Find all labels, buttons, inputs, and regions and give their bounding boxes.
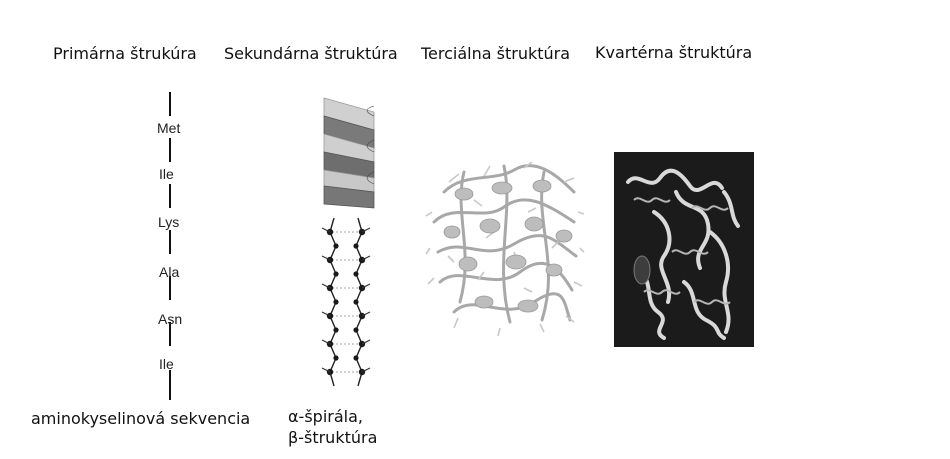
heading-primary-structure: Primárna štrukúra bbox=[53, 44, 197, 63]
caption-amino-acid-sequence: aminokyselinová sekvencia bbox=[31, 409, 251, 428]
caption-secondary-structure-types: α-špirála, β-štruktúra bbox=[288, 406, 377, 448]
quaternary-protein-ribbon bbox=[626, 168, 740, 340]
secondary-structure-image bbox=[316, 92, 386, 392]
amino-acid-label: Ala bbox=[159, 264, 180, 280]
amino-acid-label: Ile bbox=[159, 356, 174, 372]
heading-secondary-structure: Sekundárna štruktúra bbox=[224, 44, 398, 63]
caption-alpha-helix: α-špirála, bbox=[288, 407, 363, 426]
globular-protein bbox=[425, 161, 585, 337]
heading-quaternary-structure: Kvartérna štruktúra bbox=[595, 43, 753, 62]
heading-tertiary-structure: Terciálna štruktúra bbox=[421, 44, 571, 63]
beta-sheet-atoms bbox=[326, 228, 366, 376]
amino-acid-label: Met bbox=[157, 120, 181, 136]
caption-beta-structure: β-štruktúra bbox=[288, 428, 378, 447]
quaternary-structure-image bbox=[614, 152, 754, 347]
alpha-helix bbox=[323, 97, 375, 209]
amino-acid-label: Asn bbox=[158, 311, 183, 327]
alpha-helix-and-beta-sheet bbox=[321, 97, 375, 387]
amino-acid-label: Lys bbox=[158, 214, 180, 230]
beta-sheet-side-chains bbox=[321, 227, 371, 373]
primary-structure-chain: Met Ile Lys Ala Asn Ile bbox=[140, 88, 210, 408]
chain-backbone bbox=[169, 92, 171, 400]
amino-acid-label: Ile bbox=[159, 166, 174, 182]
tertiary-structure-image bbox=[424, 152, 586, 338]
